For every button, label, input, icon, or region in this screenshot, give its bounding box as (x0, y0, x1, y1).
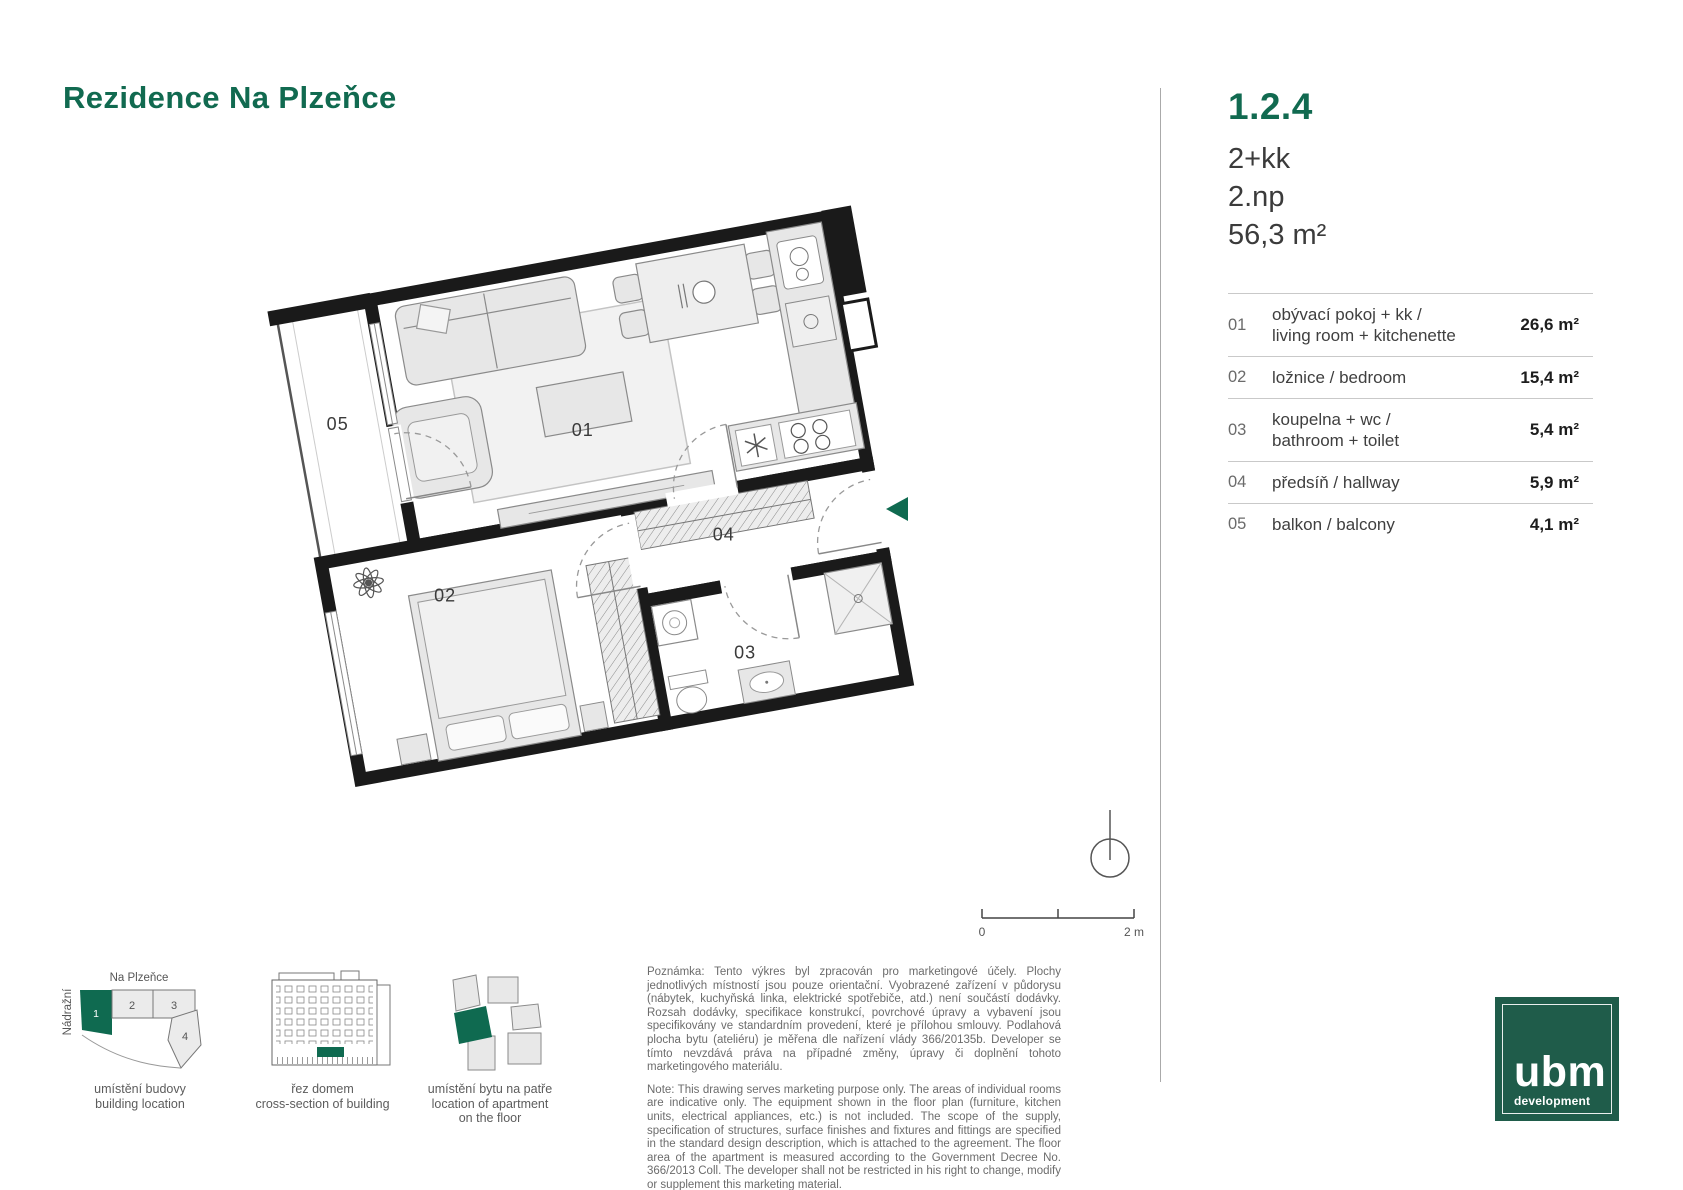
room-area: 4,1 m² (1529, 514, 1579, 534)
table-row: 01 obývací pokoj + kk / living room + ki… (1228, 293, 1593, 356)
page-title: Rezidence Na Plzeňce (63, 80, 397, 115)
hob (777, 409, 857, 459)
svg-text:1: 1 (93, 1008, 99, 1020)
note-english: Note: This drawing serves marketing purp… (647, 1083, 1061, 1190)
room-name: koupelna + wc / bathroom + toilet (1272, 410, 1400, 450)
note-czech: Poznámka: Tento výkres byl zpracován pro… (647, 966, 1061, 1074)
tv-sideboard (496, 469, 717, 529)
room-name: obývací pokoj + kk / living room + kitch… (1272, 305, 1456, 345)
caption-cross-section: řez domem cross-section of building (255, 1082, 390, 1111)
utility-niche (839, 297, 879, 353)
highlighted-apartment (454, 1006, 492, 1044)
apartment-on-floor (452, 974, 542, 1071)
room-label-living: 01 (572, 420, 594, 440)
room-number: 02 (1228, 368, 1247, 386)
map-block-4 (167, 1009, 202, 1069)
svg-text:2: 2 (129, 1000, 135, 1012)
unit-floor: 2.np (1228, 181, 1285, 213)
room-area: 5,9 m² (1529, 472, 1579, 492)
bathroom-sink (737, 660, 796, 705)
room-number: 01 (1228, 315, 1247, 334)
room-name: balkon / balcony (1272, 515, 1395, 534)
utility-shaft (821, 205, 867, 298)
legal-notes: Poznámka: Tento výkres byl zpracován pro… (647, 966, 1061, 1190)
table-row: 02 ložnice / bedroom 15,4 m² (1228, 356, 1593, 398)
bed (407, 569, 582, 762)
unit-disposition: 2+kk (1228, 143, 1291, 175)
parcel-boundary (81, 1034, 182, 1069)
room-label-balcony: 05 (327, 414, 349, 434)
oven (784, 295, 838, 348)
unit-number: 1.2.4 (1228, 86, 1313, 127)
bedroom-window (324, 610, 363, 757)
logo-brand: ubm (1514, 1048, 1607, 1097)
room-label-bathroom: 03 (734, 643, 756, 663)
room-label-hallway: 04 (713, 525, 735, 545)
scale-start-label: 0 (979, 925, 986, 939)
washing-machine (650, 598, 699, 647)
unit-specs: 2+kk 2.np 56,3 m² (1228, 140, 1326, 254)
room-area: 5,4 m² (1529, 420, 1579, 439)
ubm-logo: ubm development (1495, 997, 1619, 1121)
vertical-divider (1160, 88, 1161, 1082)
caption-apartment-location: umístění bytu na patře location of apart… (427, 1082, 553, 1125)
unit-total-area: 56,3 m² (1228, 219, 1327, 251)
entrance-arrow-icon (886, 497, 908, 521)
highlighted-floor-unit (317, 1047, 344, 1057)
north-indicator-icon (1090, 810, 1130, 878)
balcony-window (368, 322, 412, 503)
kitchen-counter (727, 221, 866, 472)
table-row: 03 koupelna + wc / bathroom + toilet 5,4… (1228, 398, 1593, 461)
table-row: 05 balkon / balcony 4,1 m² (1228, 503, 1593, 545)
legend-diagrams: Na Plzeňce Nádražní 1 2 3 4 (62, 970, 542, 1071)
scale-bar: 0 2 m (979, 909, 1144, 939)
street-label-left: Nádražní (62, 988, 74, 1035)
rooms-table: 01 obývací pokoj + kk / living room + ki… (1228, 293, 1593, 545)
kitchen-sink (776, 235, 825, 290)
floorplan-drawing: 01 02 03 04 05 0 2 m (267, 205, 1144, 939)
sofa (394, 276, 587, 386)
dining-set (612, 243, 783, 344)
snowflake-icon (744, 433, 768, 458)
building-location-map: Na Plzeňce Nádražní 1 2 3 4 (62, 972, 202, 1069)
room-number: 03 (1228, 420, 1247, 439)
table-row: 04 předsíň / hallway 5,9 m² (1228, 461, 1593, 503)
svg-text:3: 3 (171, 1000, 177, 1012)
plate-icon (692, 280, 716, 304)
caption-building-location: umístění budovy building location (94, 1082, 186, 1111)
map-block-2 (111, 989, 154, 1019)
room-area: 15,4 m² (1520, 367, 1579, 387)
plant-icon (353, 567, 384, 599)
map-block-1 (80, 990, 112, 1035)
scale-end-label: 2 m (1124, 925, 1144, 939)
shower (823, 562, 894, 635)
logo-border (1502, 1004, 1612, 1114)
room-label-bedroom: 02 (434, 585, 456, 605)
nightstand (396, 733, 432, 766)
toilet (667, 669, 709, 714)
coffee-table (535, 371, 633, 438)
room-area: 26,6 m² (1520, 315, 1579, 334)
balcony-top-wall (267, 292, 373, 327)
bedroom-wardrobe (585, 556, 661, 724)
room-name: ložnice / bedroom (1272, 368, 1407, 387)
building-cross-section (271, 970, 391, 1066)
room-number: 04 (1228, 473, 1247, 491)
logo-subtitle: development (1514, 1094, 1591, 1108)
svg-text:4: 4 (182, 1031, 188, 1043)
nightstand (579, 701, 609, 733)
street-label-top: Na Plzeňce (110, 972, 169, 984)
door-swings (394, 423, 882, 640)
room-number: 05 (1228, 515, 1247, 533)
room-name: předsíň / hallway (1272, 473, 1400, 492)
